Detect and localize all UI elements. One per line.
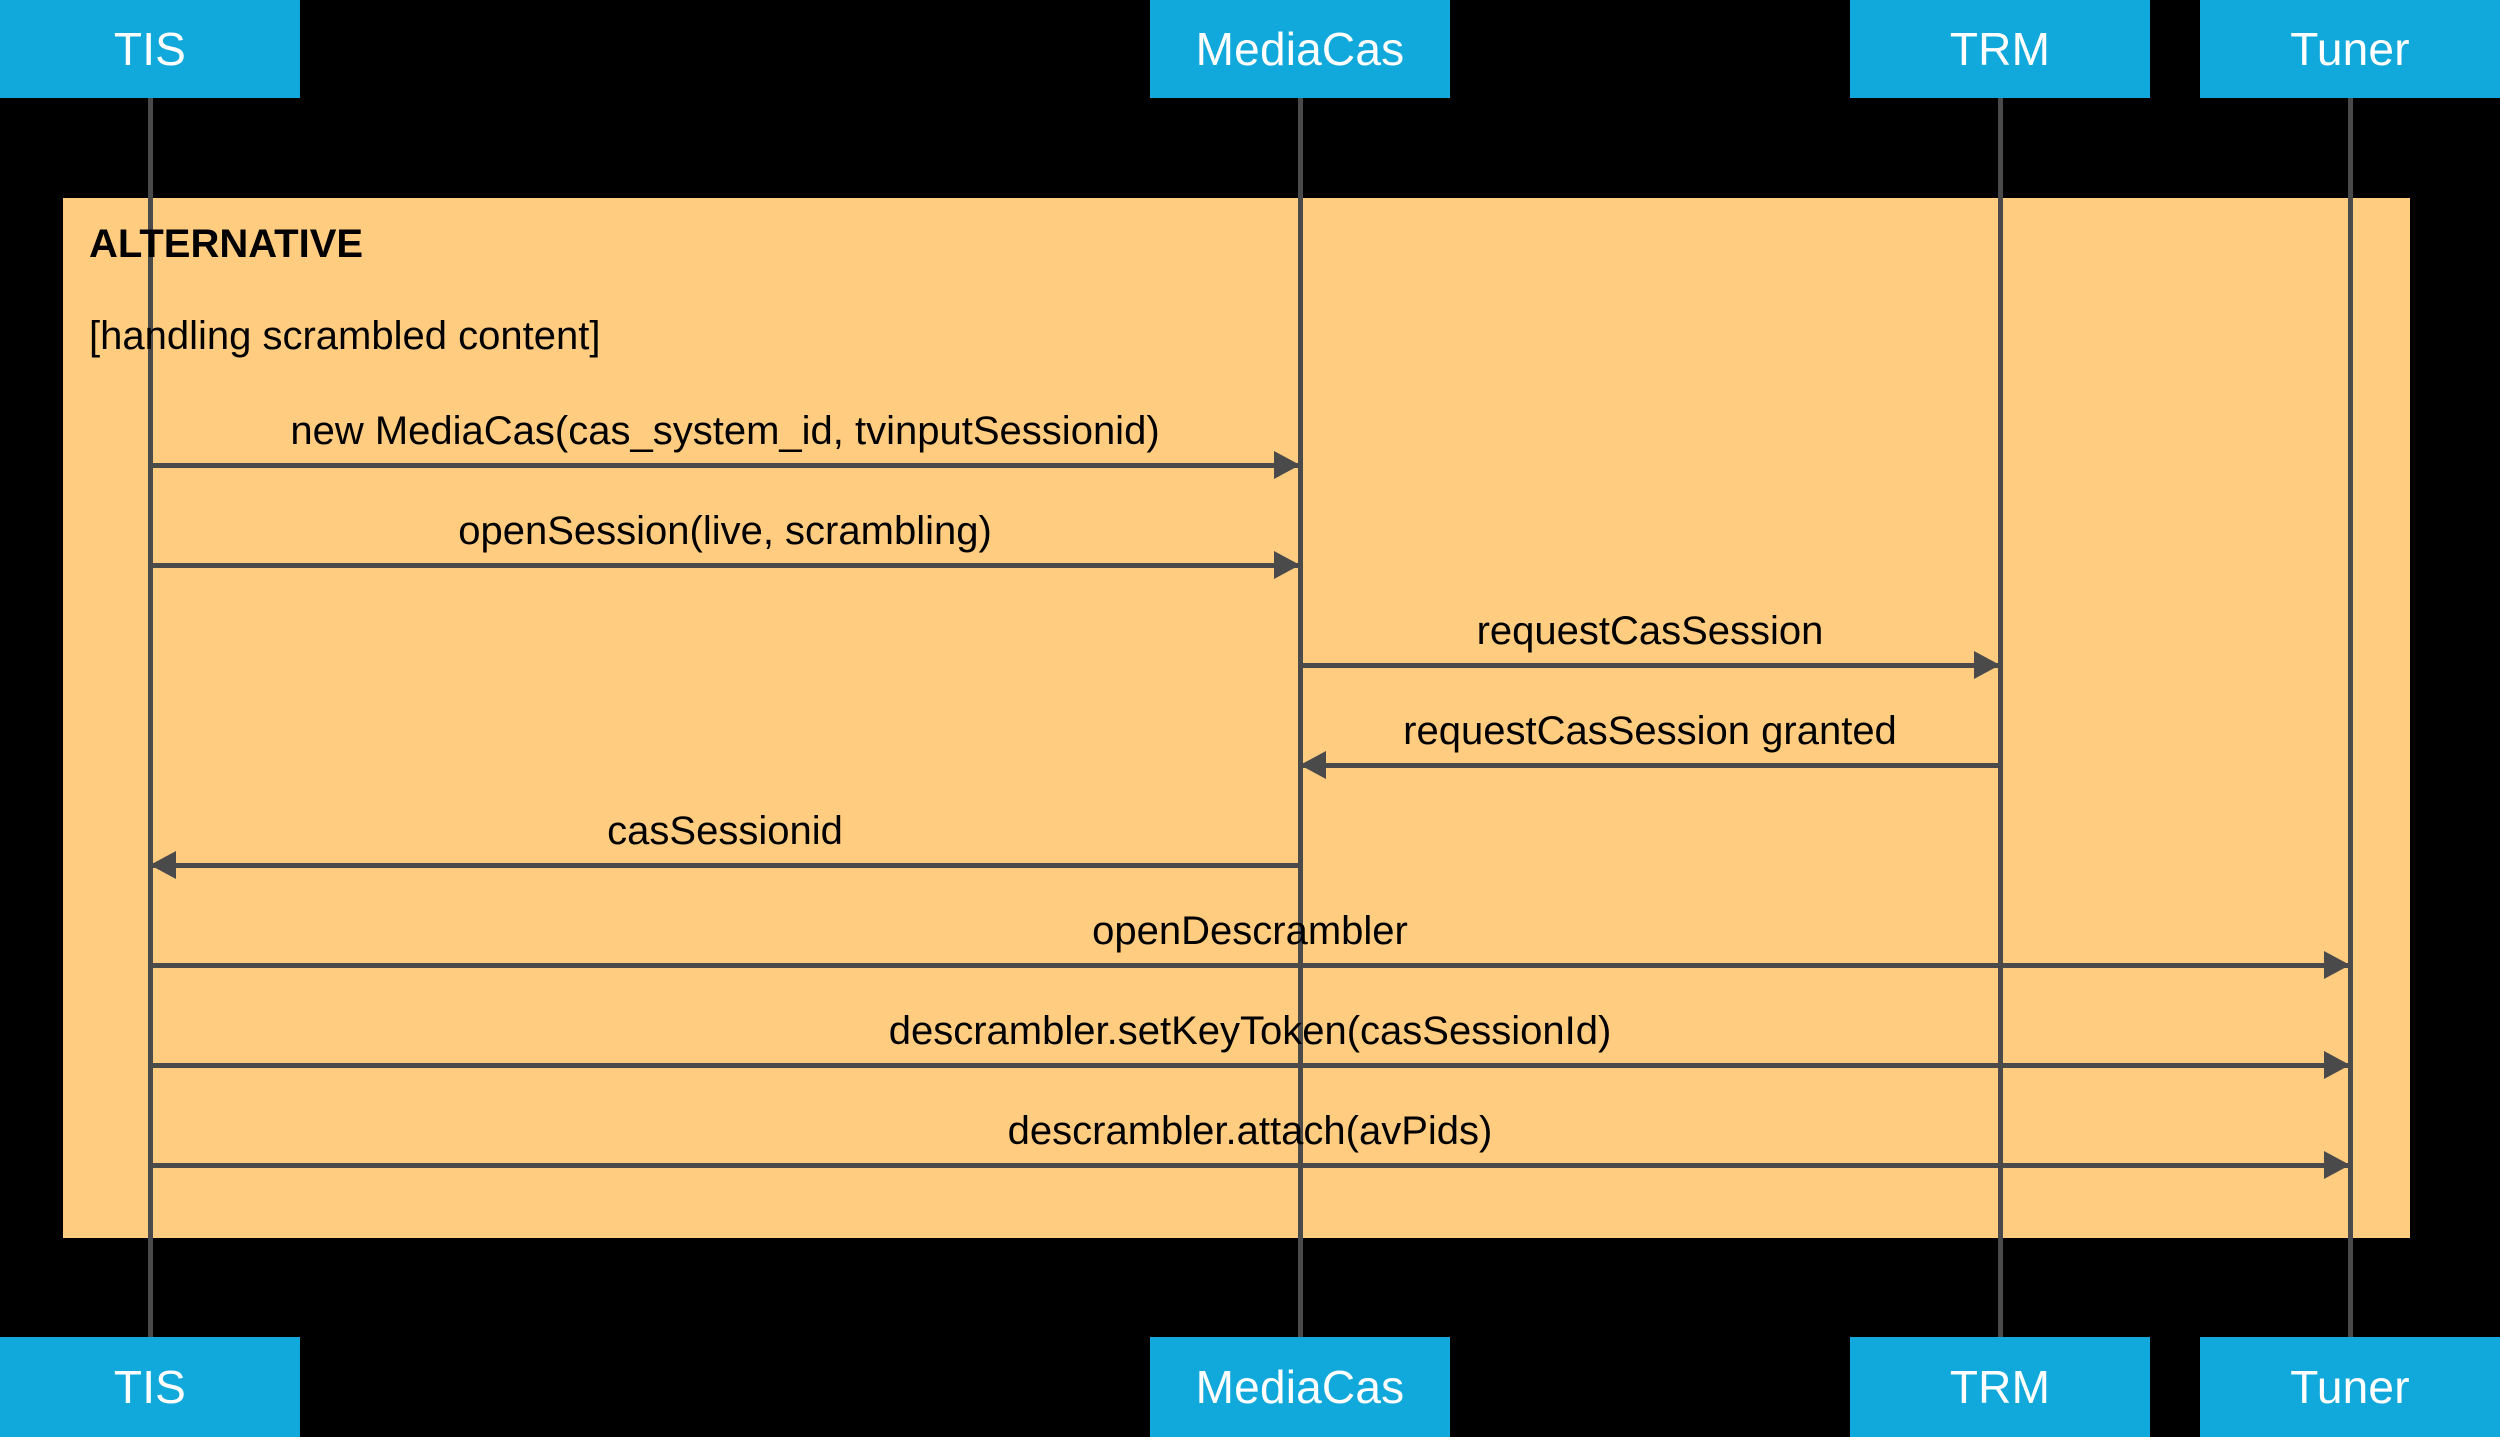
message-arrowhead-7 — [2324, 1051, 2350, 1079]
message-arrowhead-4 — [1300, 751, 1326, 779]
message-arrowhead-3 — [1974, 651, 2000, 679]
message-line-2 — [150, 563, 1300, 568]
message-label-3: requestCasSession — [1476, 609, 1824, 653]
participant-footer-tuner: Tuner — [2200, 1337, 2500, 1437]
participant-header-tuner: Tuner — [2200, 0, 2500, 98]
participant-footer-label-tis: TIS — [113, 1361, 187, 1413]
participant-header-mediacas: MediaCas — [1150, 0, 1450, 98]
message-arrowhead-6 — [2324, 951, 2350, 979]
message-arrowhead-8 — [2324, 1151, 2350, 1179]
fragment-guard-label: [handling scrambled content] — [89, 314, 601, 358]
participant-header-label-trm: TRM — [1949, 23, 2051, 75]
participant-footer-label-tuner: Tuner — [2290, 1361, 2410, 1413]
message-line-6 — [150, 963, 2350, 968]
message-label-5: casSessionid — [607, 809, 843, 853]
participant-footer-tis: TIS — [0, 1337, 300, 1437]
participant-footer-trm: TRM — [1850, 1337, 2150, 1437]
lifeline-in-fragment-tuner — [2348, 198, 2353, 1238]
message-line-5 — [150, 863, 1300, 868]
lifeline-in-fragment-trm — [1998, 198, 2003, 1238]
participant-footer-mediacas: MediaCas — [1150, 1337, 1450, 1437]
message-label-7: descrambler.setKeyToken(casSessionId) — [888, 1009, 1612, 1053]
message-label-1: new MediaCas(cas_system_id, tvinputSessi… — [290, 409, 1160, 453]
participant-header-trm: TRM — [1850, 0, 2150, 98]
participant-header-label-tuner: Tuner — [2290, 23, 2410, 75]
message-line-1 — [150, 463, 1300, 468]
message-label-2: openSession(live, scrambling) — [458, 509, 992, 553]
message-label-8: descrambler.attach(avPids) — [1007, 1109, 1493, 1153]
lifeline-in-fragment-mediacas — [1298, 198, 1303, 1238]
message-label-6: openDescrambler — [1092, 909, 1408, 953]
message-line-7 — [150, 1063, 2350, 1068]
participant-header-tis: TIS — [0, 0, 300, 98]
message-line-4 — [1300, 763, 2000, 768]
message-line-3 — [1300, 663, 2000, 668]
fragment-operator-label: ALTERNATIVE — [89, 222, 364, 266]
participant-footer-label-mediacas: MediaCas — [1195, 1361, 1405, 1413]
message-arrowhead-1 — [1274, 451, 1300, 479]
lifeline-in-fragment-tis — [148, 198, 153, 1238]
message-line-8 — [150, 1163, 2350, 1168]
message-arrowhead-5 — [150, 851, 176, 879]
participant-header-label-tis: TIS — [113, 23, 187, 75]
message-arrowhead-2 — [1274, 551, 1300, 579]
message-label-4: requestCasSession granted — [1403, 709, 1897, 753]
participant-footer-label-trm: TRM — [1949, 1361, 2051, 1413]
participant-header-label-mediacas: MediaCas — [1195, 23, 1405, 75]
